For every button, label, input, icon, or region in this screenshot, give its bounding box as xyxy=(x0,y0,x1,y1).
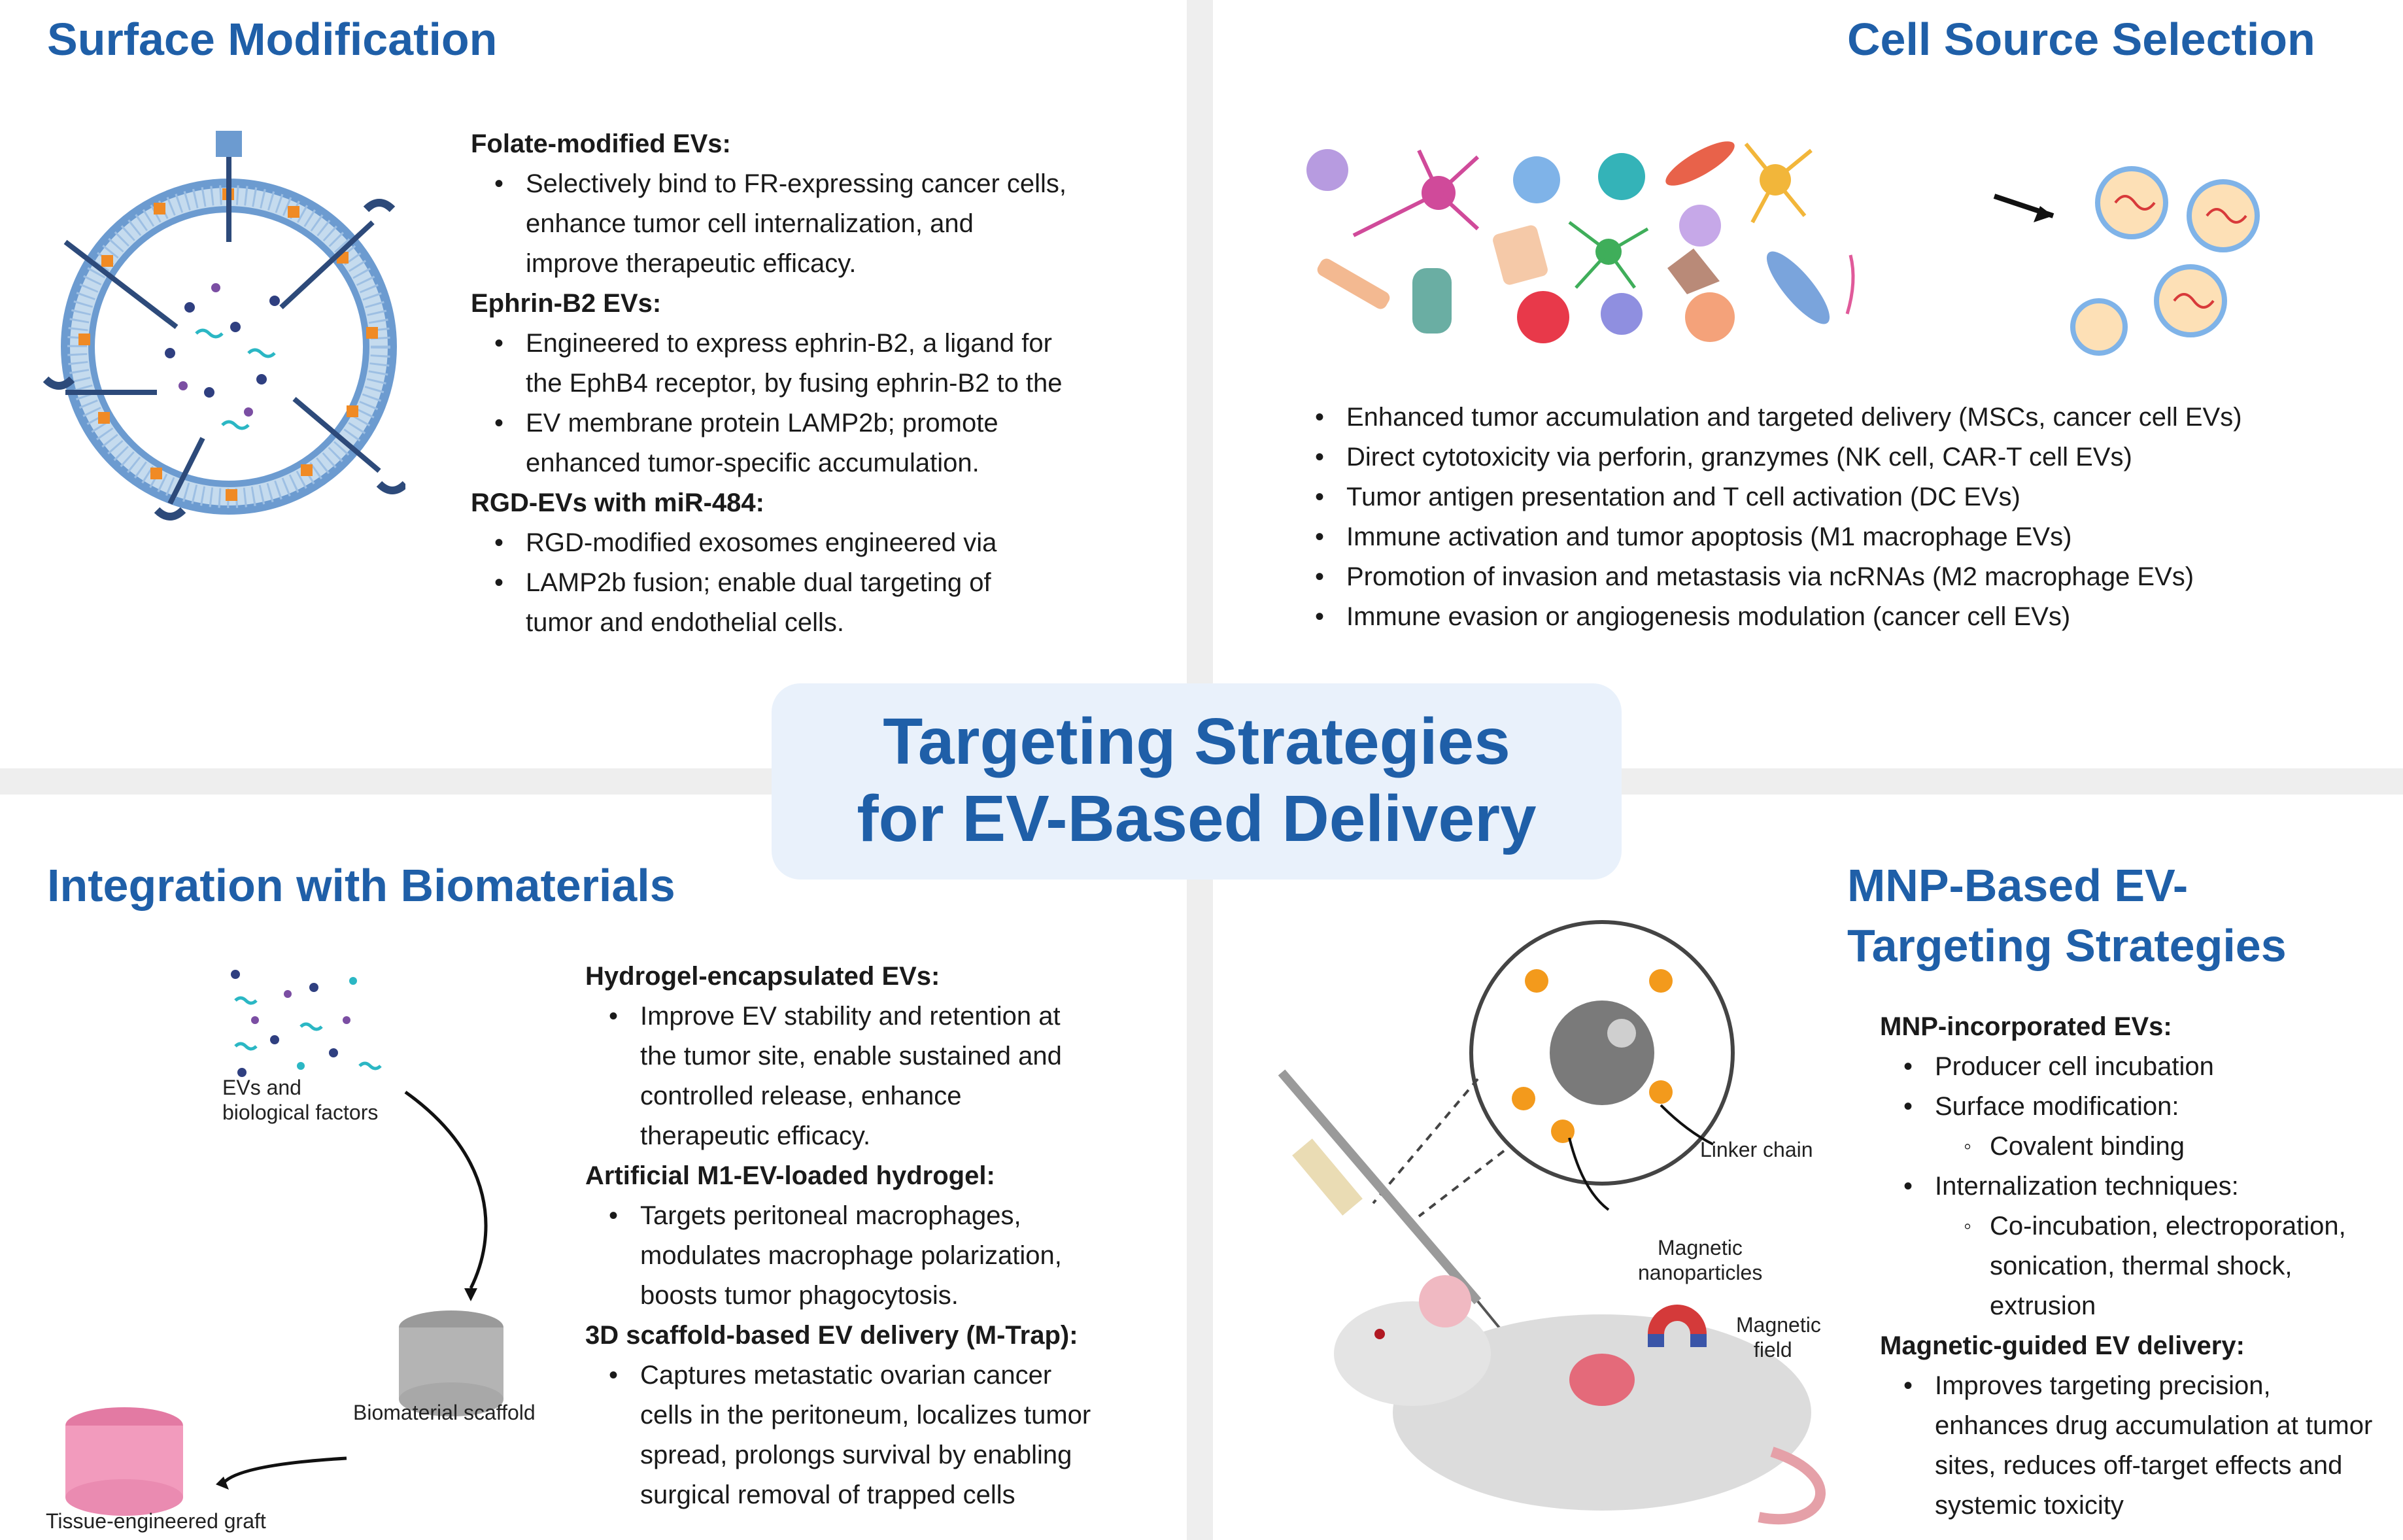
mnp-title-line1: MNP-Based EV- xyxy=(1847,860,2189,911)
list-item: modulates macrophage polarization, xyxy=(640,1241,1062,1270)
horizontal-divider-left xyxy=(0,768,772,795)
surface-modification-text: Folate-modified EVs: Selectively bind to… xyxy=(471,124,1157,643)
vertical-divider-bottom xyxy=(1187,880,1213,1540)
list-item: cells in the peritoneum, localizes tumor xyxy=(640,1401,1091,1429)
biomaterials-text: Hydrogel-encapsulated EVs: Improve EV st… xyxy=(585,957,1174,1515)
mnp-title-line2: Targeting Strategies xyxy=(1847,920,2287,971)
list-subitem-cont-1: sonication, thermal shock, xyxy=(1990,1252,2292,1280)
cell-source-title: Cell Source Selection xyxy=(1847,14,2315,65)
biomaterials-list-m1: Targets peritoneal macrophages, modulate… xyxy=(585,1196,1174,1316)
list-item: Engineered to express ephrin-B2, a ligan… xyxy=(471,324,1157,364)
list-item-cont-3: systemic toxicity xyxy=(1935,1491,2124,1520)
surface-heading-folate: Folate-modified EVs: xyxy=(471,129,731,158)
vertical-divider-top xyxy=(1187,0,1213,683)
mnp-list-incorporated: Producer cell incubation Surface modific… xyxy=(1880,1047,2403,1246)
surface-list-ephrin: Engineered to express ephrin-B2, a ligan… xyxy=(471,324,1157,483)
mnp-list-magnetic-guided: Improves targeting precision, xyxy=(1880,1366,2403,1406)
list-item: the EphB4 receptor, by fusing ephrin-B2 … xyxy=(526,369,1063,398)
caption-magnetic-field-2: field xyxy=(1754,1338,1792,1361)
biomaterials-list-mtrap: Captures metastatic ovarian cancer cells… xyxy=(585,1356,1174,1515)
center-title-line1: Targeting Strategies xyxy=(883,705,1510,778)
biomaterials-list-hydrogel: Improve EV stability and retention at th… xyxy=(585,997,1174,1156)
center-title-box: Targeting Strategies for EV-Based Delive… xyxy=(772,683,1622,880)
list-item: enhance tumor cell internalization, and xyxy=(526,209,974,238)
surface-heading-ephrin: Ephrin-B2 EVs: xyxy=(471,289,662,318)
cell-source-text: Enhanced tumor accumulation and targeted… xyxy=(1291,398,2370,637)
list-item: Improve EV stability and retention at xyxy=(585,997,1174,1036)
list-item: Surface modification: xyxy=(1880,1087,2403,1127)
caption-linker-chain: Linker chain xyxy=(1700,1138,1813,1161)
list-item: Immune activation and tumor apoptosis (M… xyxy=(1291,517,2370,557)
list-item: Producer cell incubation xyxy=(1880,1047,2403,1087)
list-item: Improves targeting precision, xyxy=(1880,1366,2403,1406)
caption-magnetic-np-2: nanoparticles xyxy=(1638,1261,1763,1284)
list-item: boosts tumor phagocytosis. xyxy=(640,1281,959,1310)
caption-scaffold: Biomaterial scaffold xyxy=(353,1401,536,1424)
list-item: Targets peritoneal macrophages, xyxy=(585,1196,1174,1236)
biomaterials-illustration xyxy=(65,970,503,1516)
caption-graft: Tissue-engineered graft xyxy=(46,1509,266,1533)
biomaterials-heading-mtrap: 3D scaffold-based EV delivery (M-Trap): xyxy=(585,1321,1078,1350)
surface-heading-rgd: RGD-EVs with miR-484: xyxy=(471,488,764,517)
surface-modification-title: Surface Modification xyxy=(47,14,498,65)
list-item: RGD-modified exosomes engineered via xyxy=(471,523,1157,563)
list-item: controlled release, enhance xyxy=(640,1082,962,1110)
list-item: LAMP2b fusion; enable dual targeting of xyxy=(471,563,1157,603)
list-item: Internalization techniques: xyxy=(1880,1167,2403,1206)
list-item: EV membrane protein LAMP2b; promote xyxy=(471,403,1157,443)
cell-source-list: Enhanced tumor accumulation and targeted… xyxy=(1291,398,2370,637)
list-item: improve therapeutic efficacy. xyxy=(526,249,857,278)
surface-list-rgd: RGD-modified exosomes engineered via LAM… xyxy=(471,523,1157,643)
list-item: Immune evasion or angiogenesis modulatio… xyxy=(1291,597,2370,637)
list-subitem: Covalent binding xyxy=(1880,1127,2403,1167)
surface-list-folate: Selectively bind to FR-expressing cancer… xyxy=(471,164,1157,284)
caption-evs-biofactors-1: EVs and xyxy=(222,1076,301,1099)
caption-evs-biofactors-2: biological factors xyxy=(222,1101,379,1124)
list-item: surgical removal of trapped cells xyxy=(640,1480,1015,1509)
list-item: Promotion of invasion and metastasis via… xyxy=(1291,557,2370,597)
list-subitem: Co-incubation, electroporation, xyxy=(1880,1206,2403,1246)
list-item: Enhanced tumor accumulation and targeted… xyxy=(1291,398,2370,437)
caption-magnetic-np-1: Magnetic xyxy=(1658,1236,1743,1259)
mnp-heading-incorporated: MNP-incorporated EVs: xyxy=(1880,1012,2172,1041)
mnp-heading-magnetic-guided: Magnetic-guided EV delivery: xyxy=(1880,1331,2245,1360)
horizontal-divider-right xyxy=(1622,768,2403,795)
biomaterials-title: Integration with Biomaterials xyxy=(47,860,675,911)
biomaterials-heading-hydrogel: Hydrogel-encapsulated EVs: xyxy=(585,962,940,991)
list-item-cont-2: sites, reduces off-target effects and xyxy=(1935,1451,2343,1480)
list-item: Direct cytotoxicity via perforin, granzy… xyxy=(1291,437,2370,477)
cell-types-illustration xyxy=(1306,141,2260,356)
list-item: Tumor antigen presentation and T cell ac… xyxy=(1291,477,2370,517)
biomaterials-heading-m1: Artificial M1-EV-loaded hydrogel: xyxy=(585,1161,995,1190)
list-item-cont-1: enhances drug accumulation at tumor xyxy=(1935,1411,2373,1440)
list-item: the tumor site, enable sustained and xyxy=(640,1042,1062,1070)
mnp-text: MNP-incorporated EVs: Producer cell incu… xyxy=(1880,1007,2403,1526)
caption-magnetic-field-1: Magnetic xyxy=(1736,1313,1821,1337)
list-item: spread, prolongs survival by enabling xyxy=(640,1441,1072,1469)
list-item: Selectively bind to FR-expressing cancer… xyxy=(471,164,1157,204)
center-title-line2: for EV-Based Delivery xyxy=(857,782,1537,855)
list-item: tumor and endothelial cells. xyxy=(526,608,844,637)
ev-vesicle-illustration xyxy=(43,131,405,521)
mnp-mouse-illustration xyxy=(1278,920,1826,1525)
list-item: Captures metastatic ovarian cancer xyxy=(585,1356,1174,1395)
list-item: enhanced tumor-specific accumulation. xyxy=(526,449,980,477)
list-item: therapeutic efficacy. xyxy=(640,1121,871,1150)
list-subitem-cont-2: extrusion xyxy=(1990,1292,2096,1320)
